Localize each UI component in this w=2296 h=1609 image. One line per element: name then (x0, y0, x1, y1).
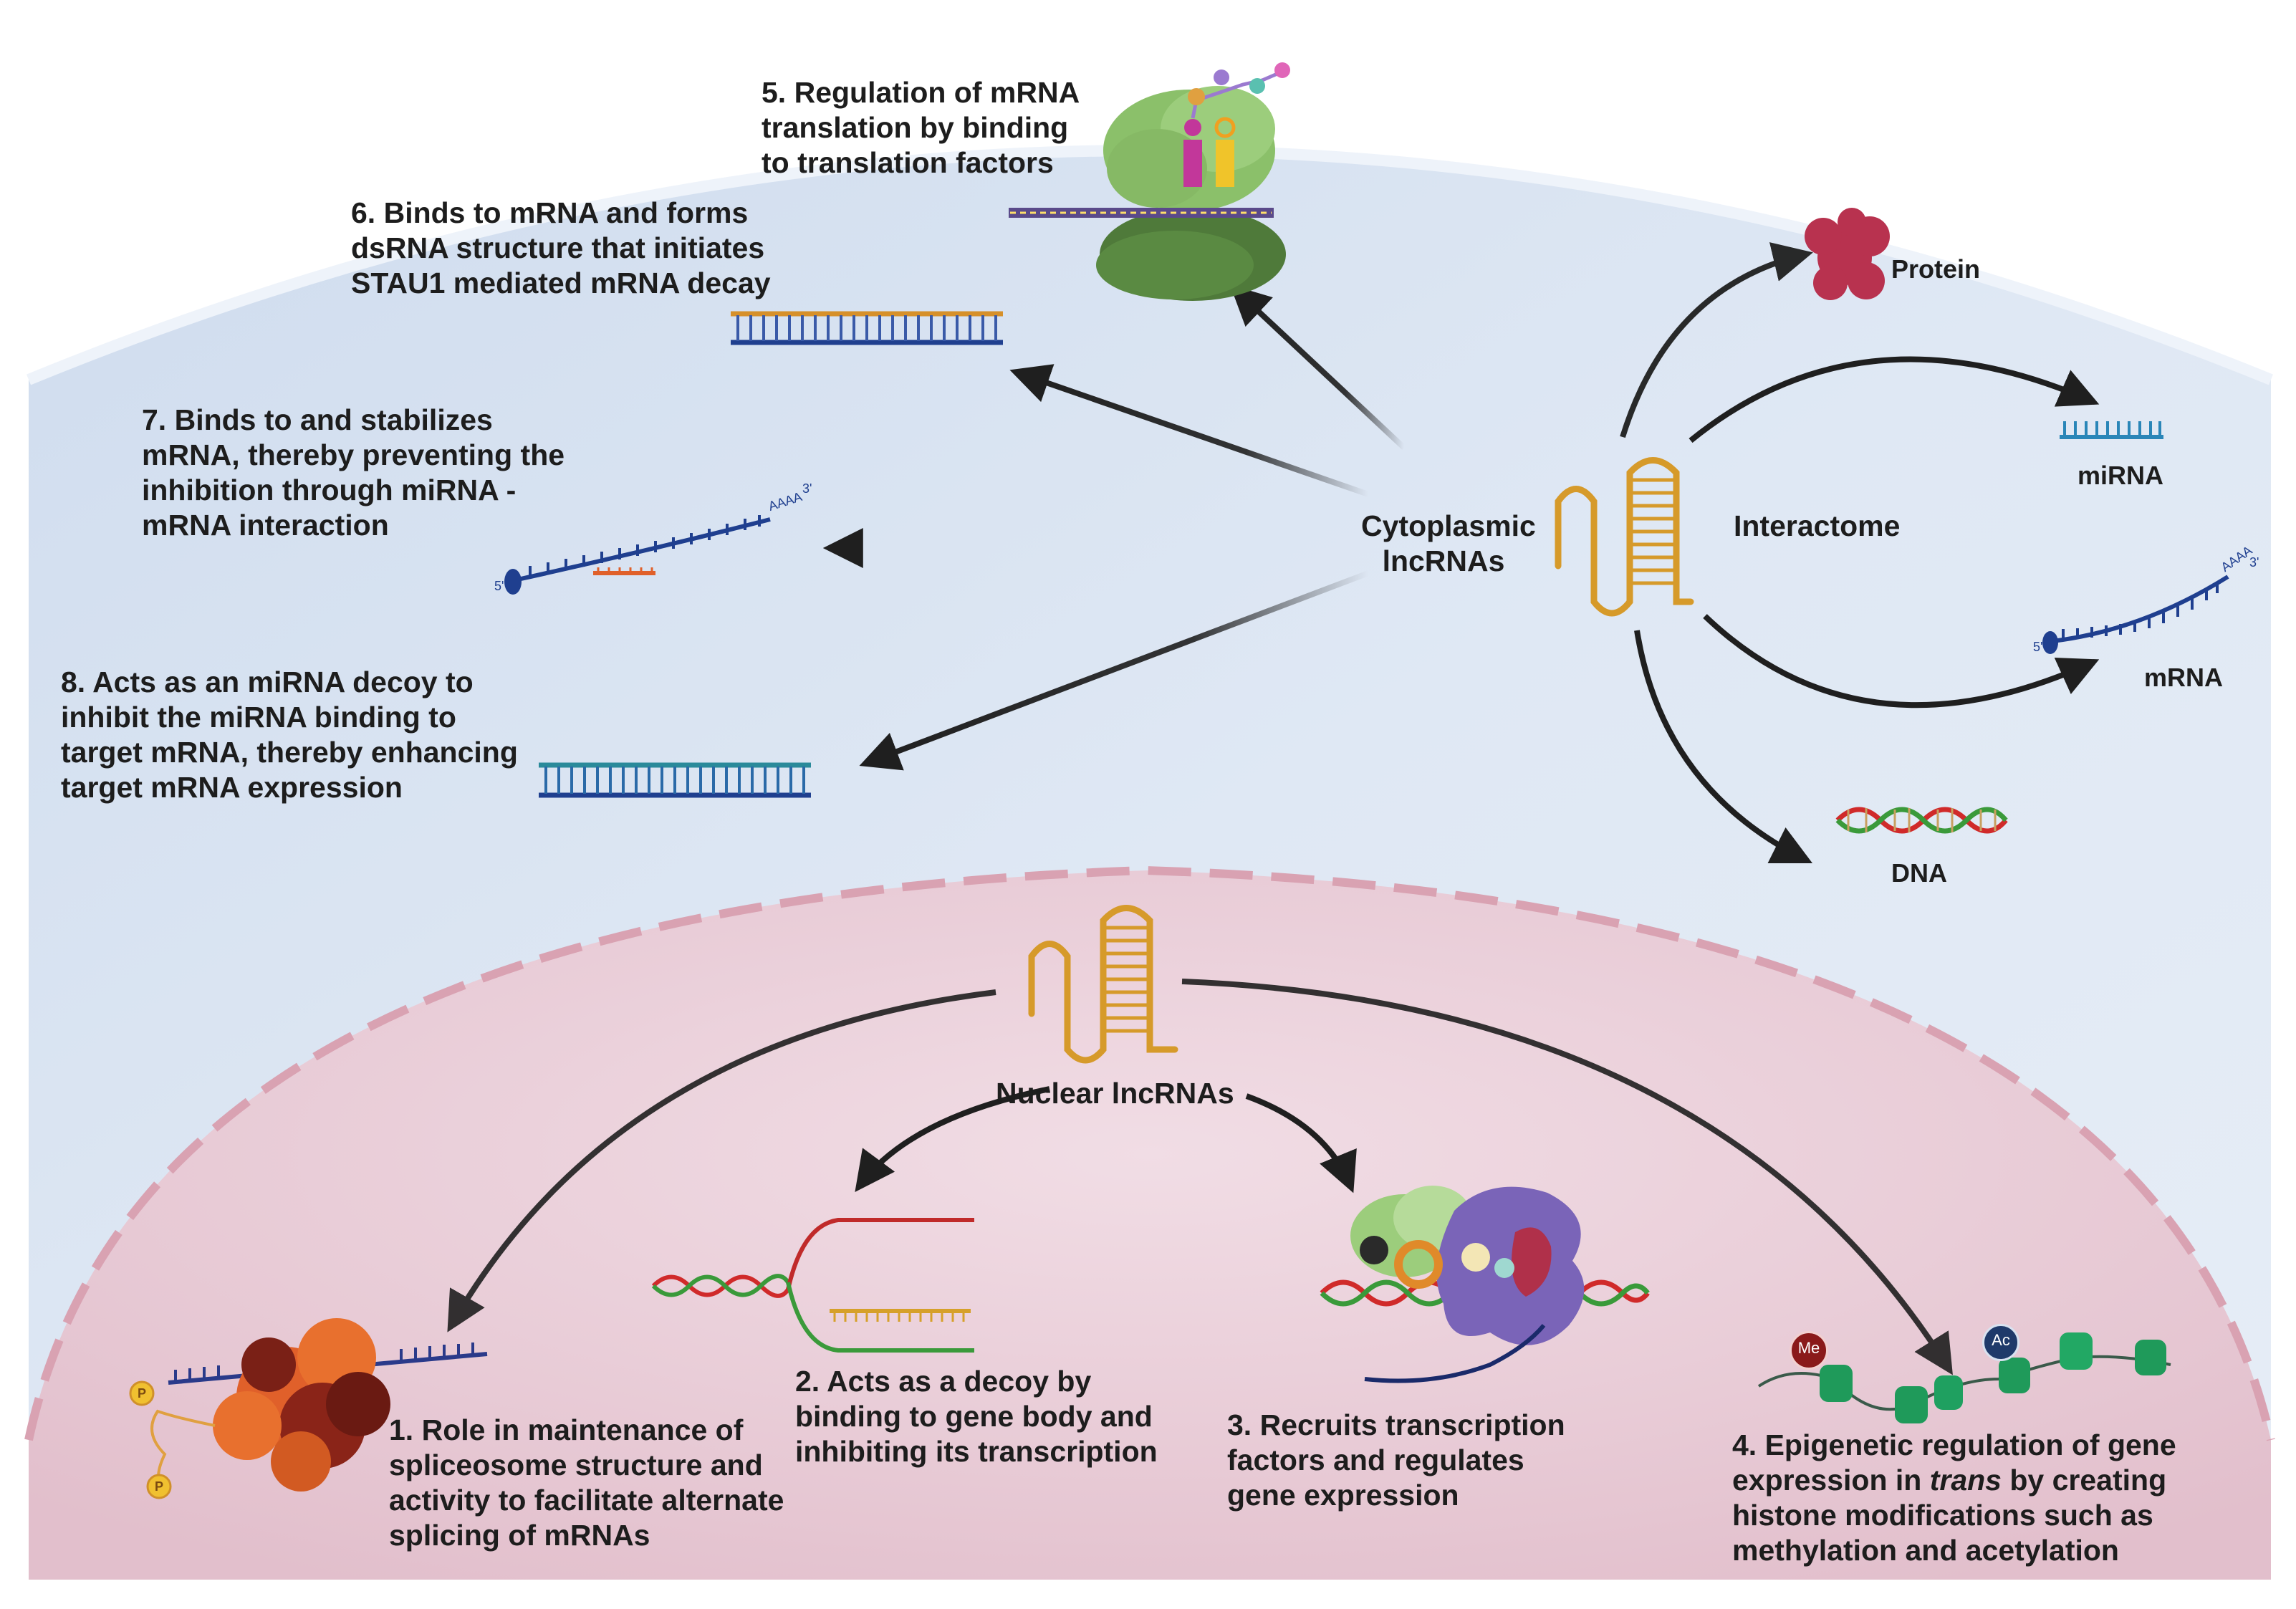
nuclear-lncrnas-label: Nuclear lncRNAs (996, 1077, 1234, 1110)
function-3-line1: 3. Recruits transcription (1227, 1408, 1565, 1441)
acetyl-mark-icon (1982, 1324, 2019, 1361)
function-5-line3: to translation factors (762, 146, 1054, 179)
function-8-line2: inhibit the miRNA binding to (61, 701, 456, 734)
mirna-icon (2060, 421, 2163, 439)
function-8-line1: 8. Acts as an miRNA decoy to (61, 666, 474, 698)
cytoplasm-function-arrows (822, 284, 1406, 771)
cytoplasmic-label-line1: Cytoplasmic (1361, 509, 1536, 542)
arrow-to-function-1 (447, 989, 996, 1332)
function-4-line1: 4. Epigenetic regulation of gene (1732, 1428, 2176, 1461)
arrow-to-dna (1634, 630, 1813, 864)
interactome-five-prime-mark: 5' (2033, 640, 2043, 654)
dna-label: DNA (1891, 858, 1947, 888)
nucleus-function-arrows (447, 979, 1953, 1375)
function-7-line1: 7. Binds to and stabilizes (142, 403, 493, 436)
function-7-line3: inhibition through miRNA - (142, 474, 517, 506)
function-5-line1: 5. Regulation of mRNA (762, 76, 1080, 109)
ribosome-icon (1009, 62, 1290, 301)
stabilized-mrna-icon (504, 515, 771, 595)
methyl-mark-label: Me (1797, 1339, 1820, 1357)
function-2-line3: inhibiting its transcription (795, 1435, 1158, 1468)
function-2-line1: 2. Acts as a decoy by (795, 1365, 1092, 1398)
function-3-line2: factors and regulates (1227, 1444, 1524, 1476)
arrow-to-function-6 (1009, 364, 1370, 497)
arrow-to-function-4 (1181, 979, 1953, 1375)
function-7-text: 7. Binds to and stabilizes mRNA, thereby… (142, 403, 565, 543)
interactome-mrna-icon (2042, 575, 2229, 654)
protein-label: Protein (1891, 254, 1981, 284)
arrow-to-protein (1620, 242, 1813, 438)
interactome-label: Interactome (1734, 509, 1901, 542)
cytoplasmic-lncrnas-label: Cytoplasmic lncRNAs (1361, 509, 1536, 579)
function-6-line3: STAU1 mediated mRNA decay (351, 266, 771, 299)
mrna-label: mRNA (2144, 663, 2224, 692)
acetyl-mark-label: Ac (1992, 1331, 2010, 1349)
mirna-decoy-icon (539, 762, 811, 798)
function-8-line4: target mRNA expression (61, 771, 403, 804)
function-8-line3: target mRNA, thereby enhancing (61, 736, 518, 769)
nucleosome-chain-icon (1757, 1332, 2171, 1423)
arrow-to-mrna (1703, 614, 2100, 709)
function-1-text: 1. Role in maintenance of spliceosome st… (389, 1413, 784, 1553)
methyl-mark-icon (1790, 1331, 1828, 1370)
function-4-trans-italic: trans (1929, 1464, 2002, 1497)
dsrna-icon (731, 311, 1003, 345)
arrow-to-function-2 (855, 1086, 1050, 1193)
arrow-to-function-3 (1245, 1093, 1357, 1193)
function-4-line4: methylation and acetylation (1732, 1534, 2119, 1567)
function-2-text: 2. Acts as a decoy by binding to gene bo… (795, 1364, 1158, 1469)
function-4-line2-end: by creating (2001, 1464, 2167, 1497)
function-4-line2-start: expression in (1732, 1464, 1930, 1497)
function-6-line1: 6. Binds to mRNA and forms (351, 196, 749, 229)
function-5-text: 5. Regulation of mRNA translation by bin… (762, 75, 1080, 181)
function-4-text: 4. Epigenetic regulation of gene express… (1732, 1428, 2176, 1568)
function-1-line1: 1. Role in maintenance of (389, 1413, 744, 1446)
function-7-line2: mRNA, thereby preventing the (142, 438, 565, 471)
function-5-line2: translation by binding (762, 111, 1069, 144)
interactome-three-prime-mark: 3' (2249, 555, 2259, 570)
spliceosome-icon (129, 1318, 488, 1499)
arrow-to-function-8 (859, 570, 1370, 771)
nuclear-lncrna-icon (1028, 905, 1178, 1064)
cytoplasmic-label-line2: lncRNAs (1382, 544, 1505, 577)
function-6-line2: dsRNA structure that initiates (351, 231, 765, 264)
arrow-to-mirna (1689, 356, 2100, 443)
phospho-mark-1: P (137, 1386, 146, 1401)
dna-icon (1835, 807, 2008, 834)
five-prime-mark: 5' (494, 579, 504, 593)
function-1-line2: spliceosome structure and (389, 1449, 763, 1481)
nucleus (24, 865, 2275, 1580)
mirna-label: miRNA (2078, 461, 2164, 490)
function-1-line3: activity to facilitate alternate (389, 1484, 784, 1517)
function-3-text: 3. Recruits transcription factors and re… (1227, 1408, 1565, 1513)
function-2-line2: binding to gene body and (795, 1400, 1153, 1433)
three-prime-mark: 3' (802, 481, 812, 496)
function-6-text: 6. Binds to mRNA and forms dsRNA structu… (351, 196, 771, 301)
function-7-line4: mRNA interaction (142, 509, 389, 542)
function-4-line3: histone modifications such as (1732, 1499, 2153, 1532)
phospho-mark-2: P (154, 1479, 163, 1494)
function-8-text: 8. Acts as an miRNA decoy to inhibit the… (61, 665, 518, 805)
interactome-arrows (1620, 242, 2100, 864)
transcription-complex-icon (1320, 1186, 1650, 1383)
gene-body-decoy-icon (651, 1218, 974, 1353)
function-1-line4: splicing of mRNAs (389, 1519, 650, 1552)
protein-icon (1805, 208, 1890, 300)
function-4-line2: expression in trans by creating (1732, 1463, 2176, 1498)
cytoplasmic-lncrna-icon (1555, 457, 1694, 617)
function-3-line3: gene expression (1227, 1479, 1459, 1512)
arrow-to-function-5 (1229, 284, 1406, 450)
